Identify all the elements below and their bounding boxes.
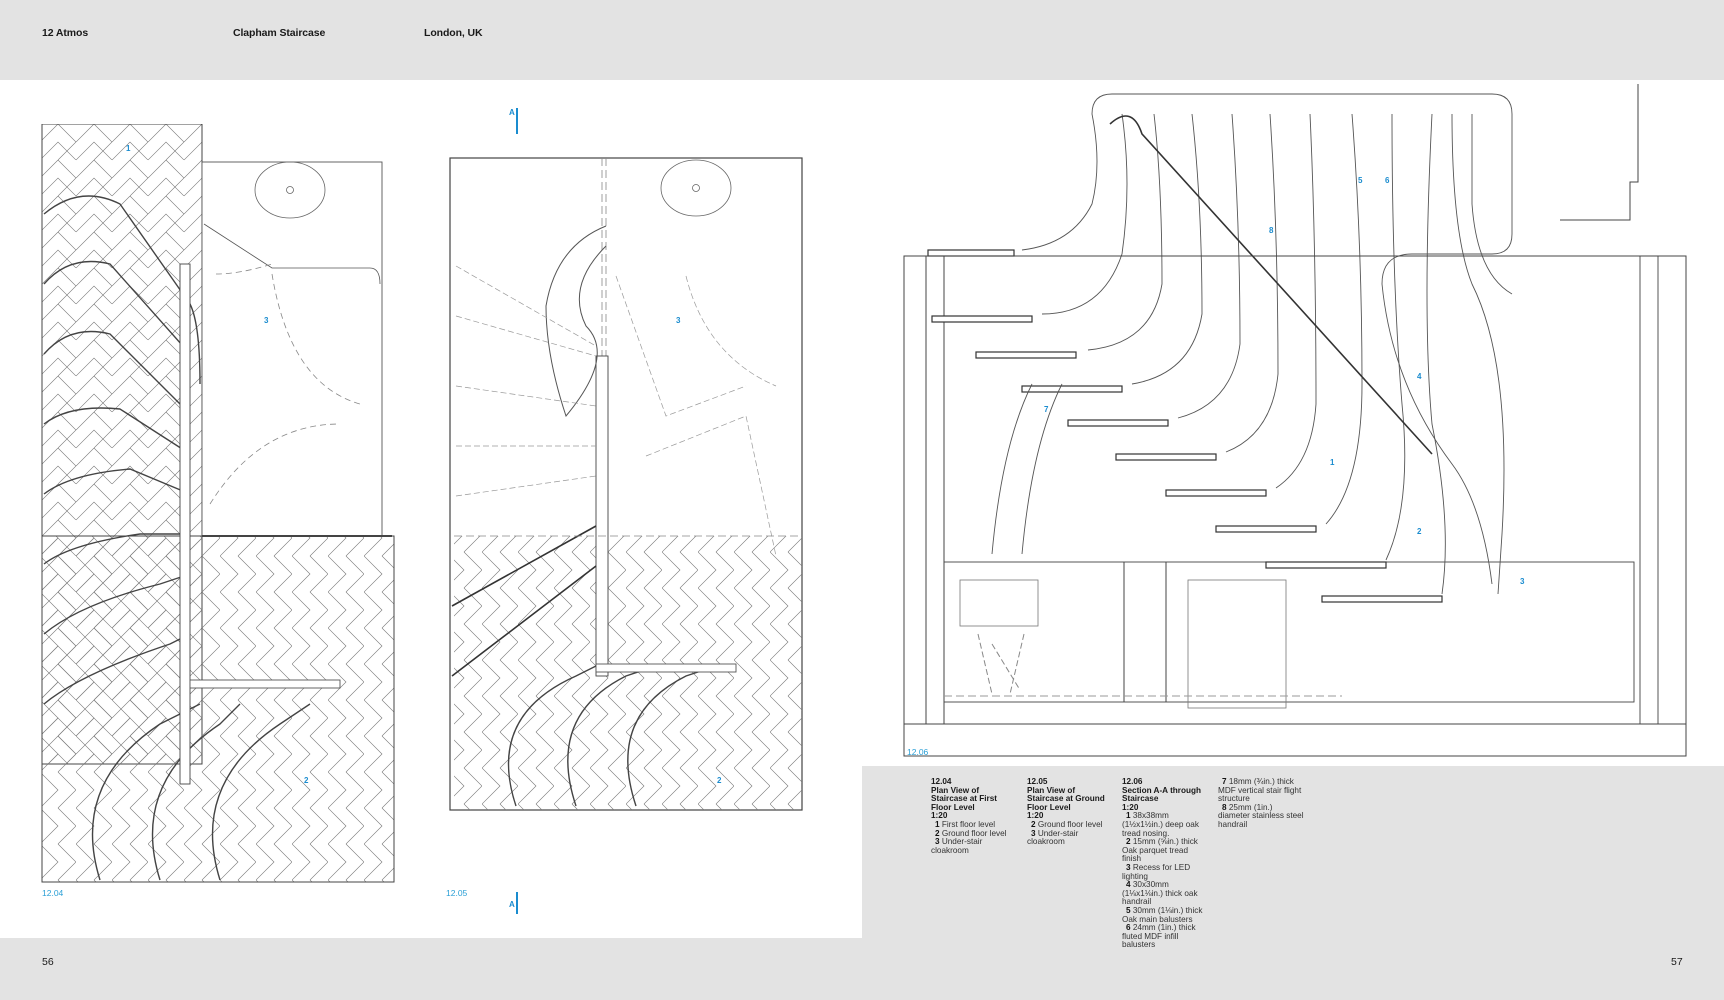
callout-5: 5 [1358,176,1363,185]
caption-scale: 1:20 [1027,811,1044,821]
section-marker-a-bottom: A [509,892,518,914]
figure-ref-12-06: 12.06 [907,747,929,757]
figure-ref-12-04: 12.04 [42,888,64,898]
callout-2: 2 [717,776,722,785]
callout-3: 3 [1520,577,1525,586]
caption-number: 12.06 [1122,777,1143,786]
caption-12-06-continued: 7 18mm (¾in.) thick MDF vertical stair f… [1218,777,1306,830]
caption-item: 3 Under-stair cloakroom [931,837,983,855]
callout-1: 1 [126,144,131,153]
caption-item: 4 30x30mm (1⅛x1⅛in.) thick oak handrail [1122,880,1198,907]
plan-ground-floor-drawing [446,156,816,876]
section-marker-label: A [509,108,515,117]
plan-first-floor-drawing [40,124,410,894]
caption-scale: 1:20 [931,811,948,821]
caption-12-04: 12.04 Plan View of Staircase at First Fl… [931,777,1013,855]
page-number-right: 57 [1671,956,1683,968]
section-marker-a-top: A [509,108,518,134]
project-title: Clapham Staircase [233,27,326,39]
section-a-a-drawing [892,84,1692,764]
caption-item: 2 15mm (⅝in.) thick Oak parquet tread fi… [1122,837,1198,864]
callout-6: 6 [1385,176,1390,185]
caption-item: 5 30mm (1⅛in.) thick Oak main balusters [1122,905,1203,924]
callout-3: 3 [264,316,269,325]
figure-ref-12-05: 12.05 [446,888,468,898]
caption-title: Plan View of Staircase at Ground Floor L… [1027,785,1105,812]
page-number-left: 56 [42,956,54,968]
chapter-title: 12 Atmos [42,27,89,39]
plan-ground-floor-linework [449,157,803,811]
section-marker-label: A [509,900,515,909]
plan-first-floor-linework [41,124,395,883]
project-location: London, UK [424,27,483,39]
caption-scale: 1:20 [1122,802,1139,812]
callout-3: 3 [676,316,681,325]
section-linework [903,84,1687,757]
caption-number: 12.04 [931,777,952,786]
caption-title: Plan View of Staircase at First Floor Le… [931,785,997,812]
caption-12-06: 12.06 Section A-A through Staircase 1:20… [1122,777,1204,950]
caption-item: 6 24mm (1in.) thick fluted MDF infill ba… [1122,923,1196,950]
caption-item: 3 Recess for LED lighting [1122,862,1191,881]
callout-2: 2 [1417,527,1422,536]
caption-number: 12.05 [1027,777,1048,786]
caption-item: 2 Ground floor level [935,828,1007,838]
right-page-drawing-area [862,80,1724,766]
caption-item: 8 25mm (1in.) diameter stainless steel h… [1218,802,1304,829]
callout-1: 1 [1330,458,1335,467]
caption-12-05: 12.05 Plan View of Staircase at Ground F… [1027,777,1109,847]
caption-item: 1 First floor level [935,819,996,829]
callout-4: 4 [1417,372,1422,381]
section-cut-line [516,108,518,134]
caption-title: Section A-A through Staircase [1122,785,1201,804]
caption-item: 1 38x38mm (1½x1½in.) deep oak tread nosi… [1122,811,1199,838]
callout-7: 7 [1044,405,1049,414]
caption-item: 7 18mm (¾in.) thick MDF vertical stair f… [1218,777,1302,804]
callout-2: 2 [304,776,309,785]
caption-item: 2 Ground floor level [1031,819,1103,829]
callout-8: 8 [1269,226,1274,235]
section-cut-line [516,892,518,914]
caption-item: 3 Under-stair cloakroom [1027,828,1079,847]
